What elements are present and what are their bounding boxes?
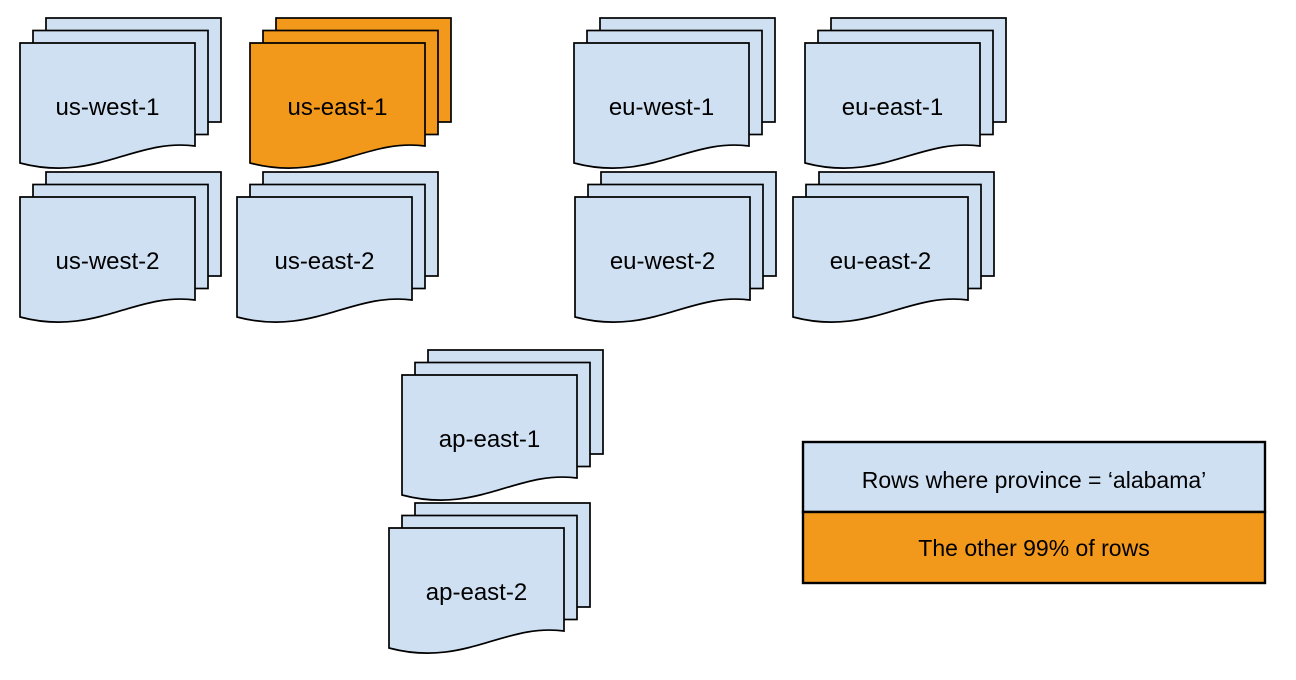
region-stack-eu-east-1: eu-east-1 (804, 17, 1007, 170)
region-stack-ap-east-2: ap-east-2 (388, 502, 591, 655)
region-stack-us-west-1: us-west-1 (19, 17, 222, 170)
legend-label-other-rows: The other 99% of rows (918, 535, 1149, 561)
region-stack-us-east-1: us-east-1 (249, 17, 452, 170)
region-stack-eu-west-1: eu-west-1 (573, 17, 776, 170)
region-stack-us-west-2: us-west-2 (19, 171, 222, 324)
region-label: eu-east-2 (830, 248, 931, 275)
region-stack-eu-west-2: eu-west-2 (574, 171, 777, 324)
region-label: ap-east-2 (426, 579, 527, 606)
region-stack-ap-east-1: ap-east-1 (401, 349, 604, 502)
region-stack-eu-east-2: eu-east-2 (792, 171, 995, 324)
region-label: eu-east-1 (842, 94, 943, 121)
legend-swatch-other-rows (801, 510, 1267, 585)
region-label: ap-east-1 (439, 426, 540, 453)
diagram-root: us-west-1 us-east-1 eu-west-1 eu-east-1 (19, 17, 1267, 655)
region-label: us-west-1 (55, 94, 159, 121)
legend-label-alabama-rows: Rows where province = ‘alabama’ (862, 467, 1207, 493)
region-label: us-west-2 (55, 248, 159, 275)
region-label: us-east-1 (287, 94, 387, 121)
region-label: us-east-2 (274, 248, 374, 275)
legend-swatch-alabama-rows (801, 440, 1267, 514)
region-label: eu-west-2 (610, 248, 715, 275)
region-stack-us-east-2: us-east-2 (236, 171, 439, 324)
region-label: eu-west-1 (609, 94, 714, 121)
legend: Rows where province = ‘alabama’ The othe… (801, 440, 1267, 585)
